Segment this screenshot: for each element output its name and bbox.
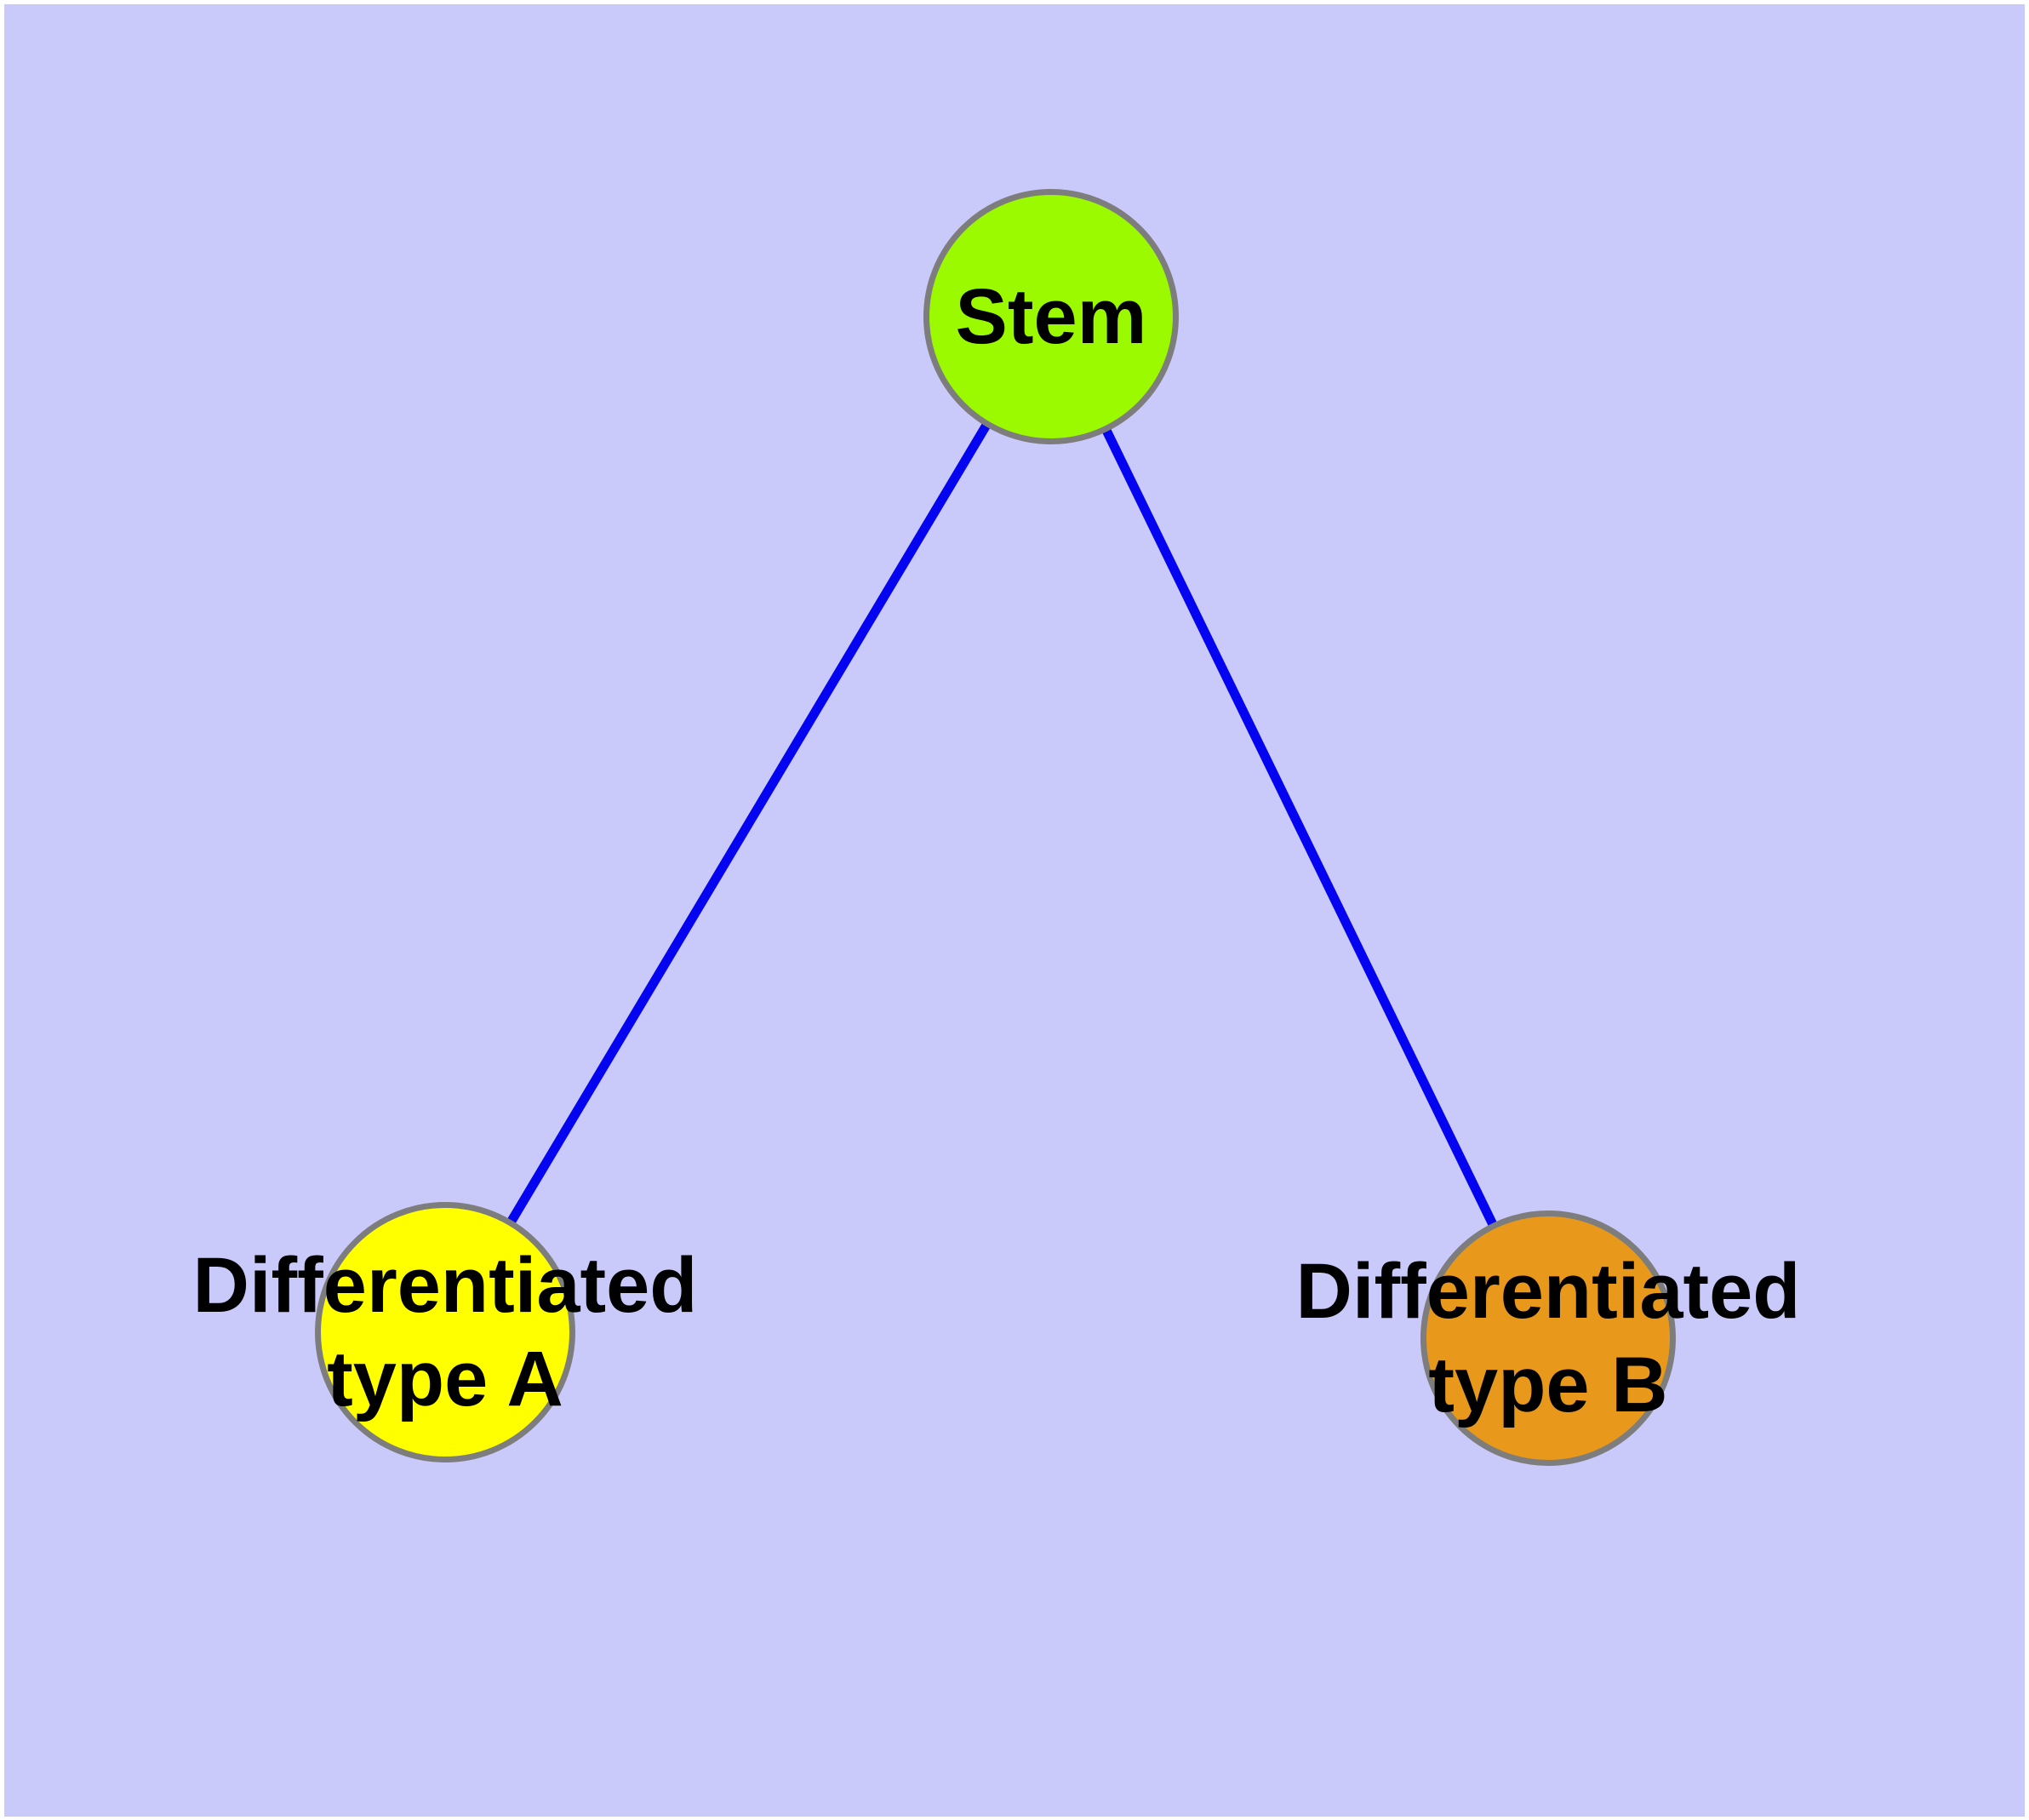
edge-stem-to-type-b: [1047, 314, 1552, 1341]
node-b-label-line2: type B: [1428, 1342, 1668, 1428]
node-stem: Stem: [923, 189, 1179, 444]
node-differentiated-type-a-label: Differentiated type A: [193, 1239, 698, 1426]
node-differentiated-type-b: Differentiated type B: [1296, 1210, 1800, 1466]
node-a-label-line1: Differentiated: [192, 1242, 698, 1329]
node-differentiated-type-a: Differentiated type A: [193, 1202, 697, 1462]
node-a-label-line2: type A: [327, 1336, 563, 1422]
node-stem-label-line1: Stem: [955, 273, 1147, 360]
node-differentiated-type-b-label: Differentiated type B: [1296, 1245, 1801, 1432]
edge-stem-to-type-a: [441, 314, 1055, 1335]
node-stem-label: Stem: [956, 270, 1147, 363]
node-b-label-line1: Differentiated: [1295, 1248, 1801, 1335]
